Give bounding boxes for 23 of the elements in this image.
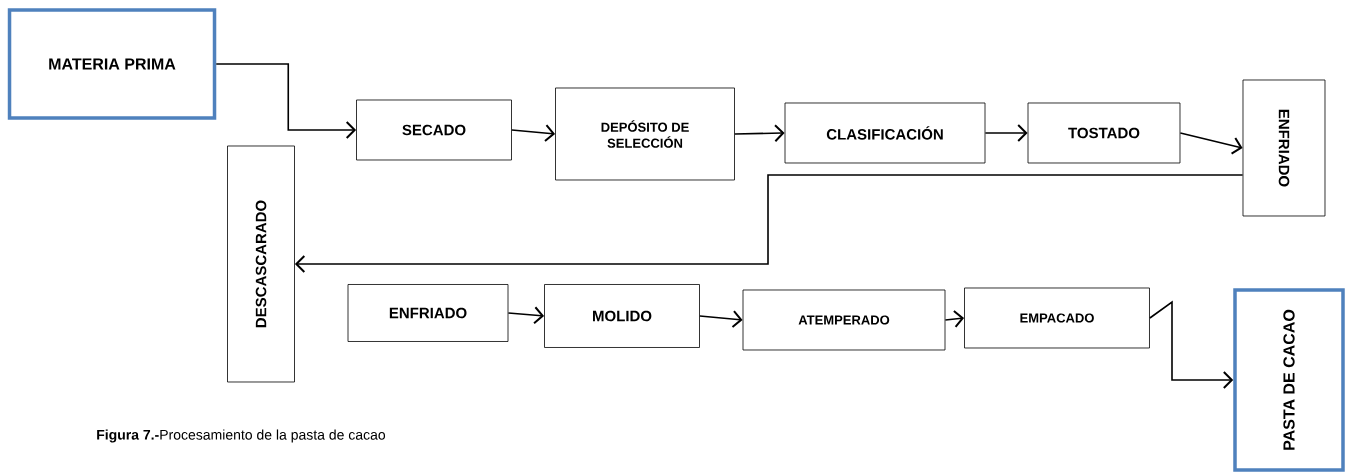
process-box: CLASIFICACIÓN bbox=[784, 102, 986, 164]
process-box: ENFRIADO bbox=[347, 284, 509, 342]
arrow bbox=[699, 310, 743, 329]
process-box: DEPÓSITO DE SELECCIÓN bbox=[555, 87, 735, 181]
arrow bbox=[944, 310, 965, 328]
process-box: DESCASCARADO bbox=[227, 145, 295, 383]
process-box: SECADO bbox=[356, 99, 512, 161]
terminal-box: MATERIA PRIMA bbox=[7, 8, 217, 120]
process-box: ENFRIADO bbox=[1242, 79, 1326, 217]
figure-caption: Figura 7.-Procesamiento de la pasta de cacao bbox=[97, 429, 386, 443]
arrow bbox=[511, 124, 556, 143]
arrow bbox=[215, 63, 357, 139]
process-box: ATEMPERADO bbox=[742, 289, 946, 351]
process-box: MOLIDO bbox=[544, 284, 700, 348]
arrow bbox=[294, 174, 1244, 273]
terminal-box: PASTA DE CACAO bbox=[1233, 288, 1345, 472]
arrow bbox=[734, 124, 785, 143]
arrow bbox=[1149, 300, 1234, 389]
process-box: TOSTADO bbox=[1027, 102, 1181, 164]
arrow bbox=[507, 306, 545, 325]
arrow bbox=[1179, 132, 1243, 155]
arrow bbox=[984, 124, 1028, 142]
process-box: EMPACADO bbox=[964, 287, 1150, 349]
